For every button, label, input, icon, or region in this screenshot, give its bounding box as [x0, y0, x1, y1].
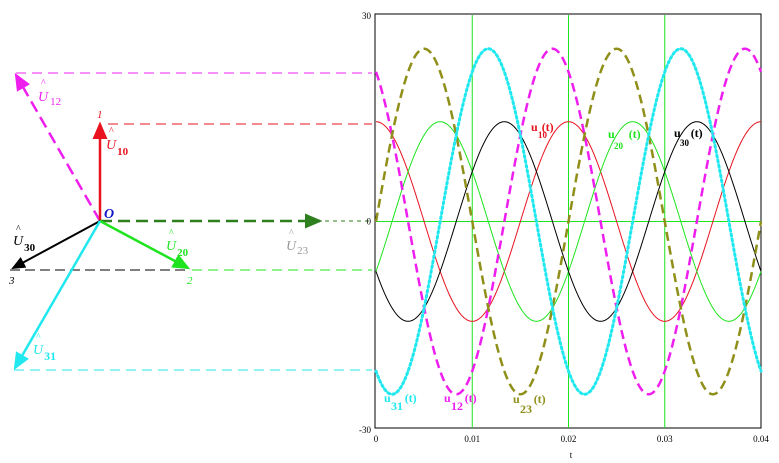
x-tick-label: 0.01 — [464, 434, 480, 444]
series-curve-12 — [374, 47, 763, 396]
svg-text:U31: U31 — [33, 343, 56, 363]
phasor-label-u23: ^ U23 — [286, 228, 309, 257]
series-label-u30: u(t) — [674, 126, 703, 140]
series-sub-u12: 12 — [451, 399, 463, 413]
svg-text:U23: U23 — [286, 239, 309, 257]
phasor-label-u20-sub: 20 — [177, 247, 189, 259]
series-label-u20: u(t) — [608, 127, 641, 141]
phasor-u20-arrow — [99, 219, 191, 270]
series-curve-23 — [374, 47, 763, 396]
x-tick-label: 0 — [374, 434, 379, 444]
series-curve-31 — [374, 47, 763, 396]
phasor-label-u23-sub: 23 — [297, 245, 309, 257]
phasor-label-u30: ^ U30 — [13, 224, 36, 254]
y-tick-label: 30 — [362, 11, 372, 21]
series-label-u10: u(t) — [531, 120, 554, 134]
point-label-3: 3 — [8, 275, 15, 287]
point-label-1: 1 — [97, 109, 103, 121]
series-label-u12: u(t) — [444, 391, 477, 405]
phasor-label-u12-main: U — [38, 90, 49, 105]
svg-text:U10: U10 — [106, 138, 129, 158]
phasor-label-u10-main: U — [106, 138, 117, 153]
series-sub-u20: 20 — [614, 141, 624, 151]
x-tick-label: 0.03 — [657, 434, 673, 444]
phasor-label-u30-main: U — [13, 234, 24, 249]
phasor-label-u10: ^ U10 — [106, 126, 129, 158]
y-tick-label: -30 — [359, 425, 371, 435]
phasor-label-u31-main: U — [33, 343, 44, 358]
series-label-u31: u(t) — [384, 391, 417, 405]
hat-mark: ^ — [41, 78, 46, 89]
phasor-u31-arrow — [13, 220, 102, 371]
hat-mark: ^ — [289, 228, 294, 239]
series-sub-u30: 30 — [680, 138, 690, 148]
plot-curves — [374, 47, 763, 396]
svg-text:U12: U12 — [38, 90, 61, 108]
point-label-2: 2 — [187, 275, 193, 287]
phasor-label-u20-main: U — [166, 239, 177, 254]
series-sub-u23: 23 — [520, 402, 532, 416]
hat-mark: ^ — [109, 126, 114, 137]
phasor-label-u31: ^ U31 — [33, 332, 56, 363]
svg-text:U30: U30 — [13, 234, 36, 254]
series-curve-30 — [375, 121, 762, 322]
phasor-label-u20: ^ U20 — [166, 228, 189, 259]
phasor-label-u31-sub: 31 — [44, 349, 56, 363]
x-tick-label: 0.04 — [753, 434, 769, 444]
y-tick-label: 0 — [367, 217, 372, 227]
x-axis-label: t — [570, 450, 573, 460]
origin-label: O — [104, 207, 114, 222]
x-tick-label: 0.02 — [561, 434, 577, 444]
hat-mark: ^ — [16, 224, 21, 235]
svg-text:U20: U20 — [166, 239, 189, 259]
hat-mark: ^ — [169, 228, 174, 239]
phasor-u12-arrow — [14, 72, 102, 222]
hat-mark: ^ — [36, 332, 41, 343]
series-sub-u10: 10 — [538, 130, 548, 140]
phasor-label-u23-main: U — [286, 239, 297, 254]
phasor-label-u10-sub: 10 — [117, 146, 129, 158]
phasor-label-u12-sub: 12 — [50, 96, 61, 108]
series-sub-u31: 31 — [391, 399, 403, 413]
series-label-u23: u(t) — [513, 392, 546, 406]
phasor-label-u30-sub: 30 — [24, 242, 36, 254]
phasor-u30-arrow — [11, 220, 101, 269]
